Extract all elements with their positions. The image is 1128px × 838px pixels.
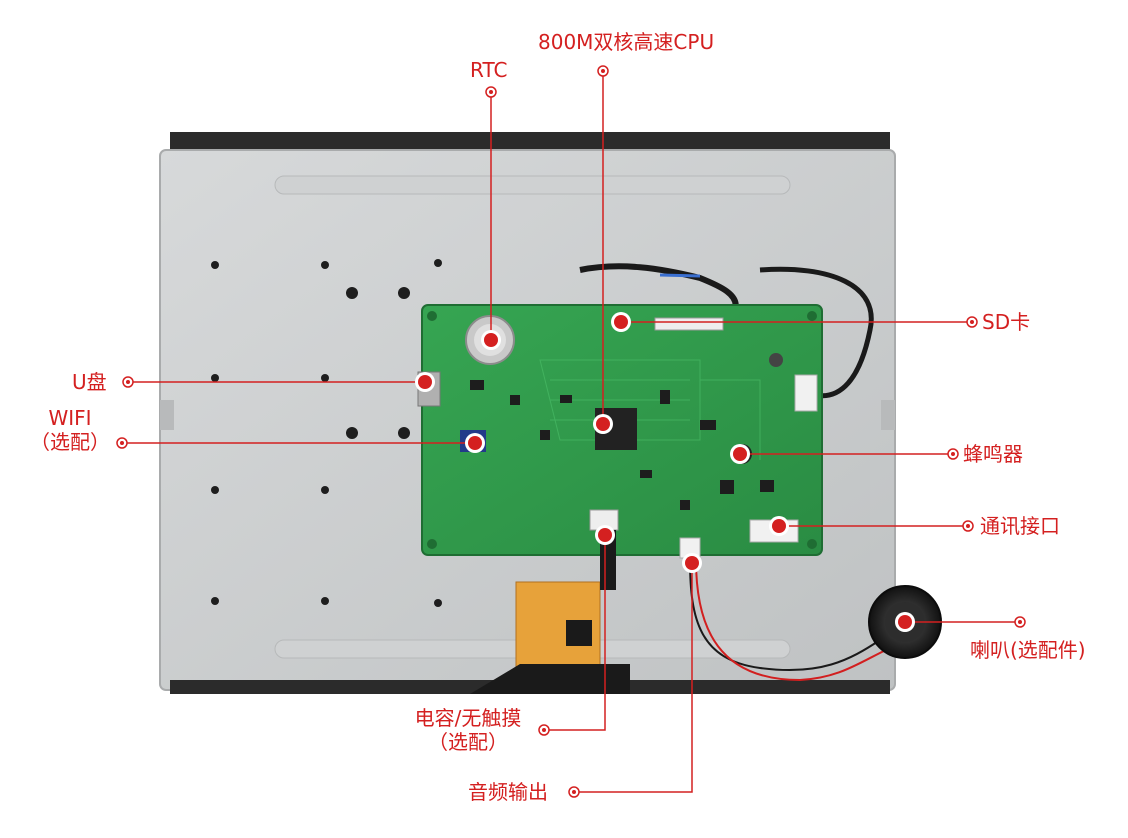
- wifi-label-line1: WIFI: [48, 406, 92, 430]
- usb-marker: [415, 372, 435, 392]
- comm-port-label: 通讯接口: [980, 514, 1060, 538]
- audio-out-label: 音频输出: [468, 780, 548, 804]
- touch-label: 电容/无触摸 （选配）: [398, 706, 538, 754]
- usb-label: U盘: [72, 370, 107, 394]
- touch-label-line1: 电容/无触摸: [414, 706, 522, 730]
- wifi-label-line2: （选配）: [30, 430, 110, 454]
- label-dots: [116, 65, 1026, 798]
- sd-card-label: SD卡: [982, 310, 1031, 334]
- part-markers: [415, 312, 915, 632]
- comm-port-marker: [769, 516, 789, 536]
- audio-marker: [682, 553, 702, 573]
- cpu-label: 800M双核高速CPU: [538, 30, 715, 54]
- buzzer-marker: [730, 444, 750, 464]
- speaker-marker: [895, 612, 915, 632]
- touch-fpc: [470, 530, 630, 694]
- speaker-label: 喇叭(选配件): [970, 638, 1086, 662]
- wifi-marker: [465, 433, 485, 453]
- cpu-marker: [593, 414, 613, 434]
- mainboard-pcb: [417, 304, 823, 559]
- leader-lines: [122, 71, 1020, 793]
- rtc-marker: [481, 330, 501, 350]
- buzzer-label: 蜂鸣器: [963, 442, 1023, 466]
- touch-label-line2: （选配）: [428, 730, 508, 754]
- label-dot-centers: [120, 69, 1022, 794]
- sd-card-marker: [611, 312, 631, 332]
- rtc-label: RTC: [470, 58, 508, 82]
- touch-marker: [595, 525, 615, 545]
- wifi-label: WIFI （选配）: [20, 406, 120, 454]
